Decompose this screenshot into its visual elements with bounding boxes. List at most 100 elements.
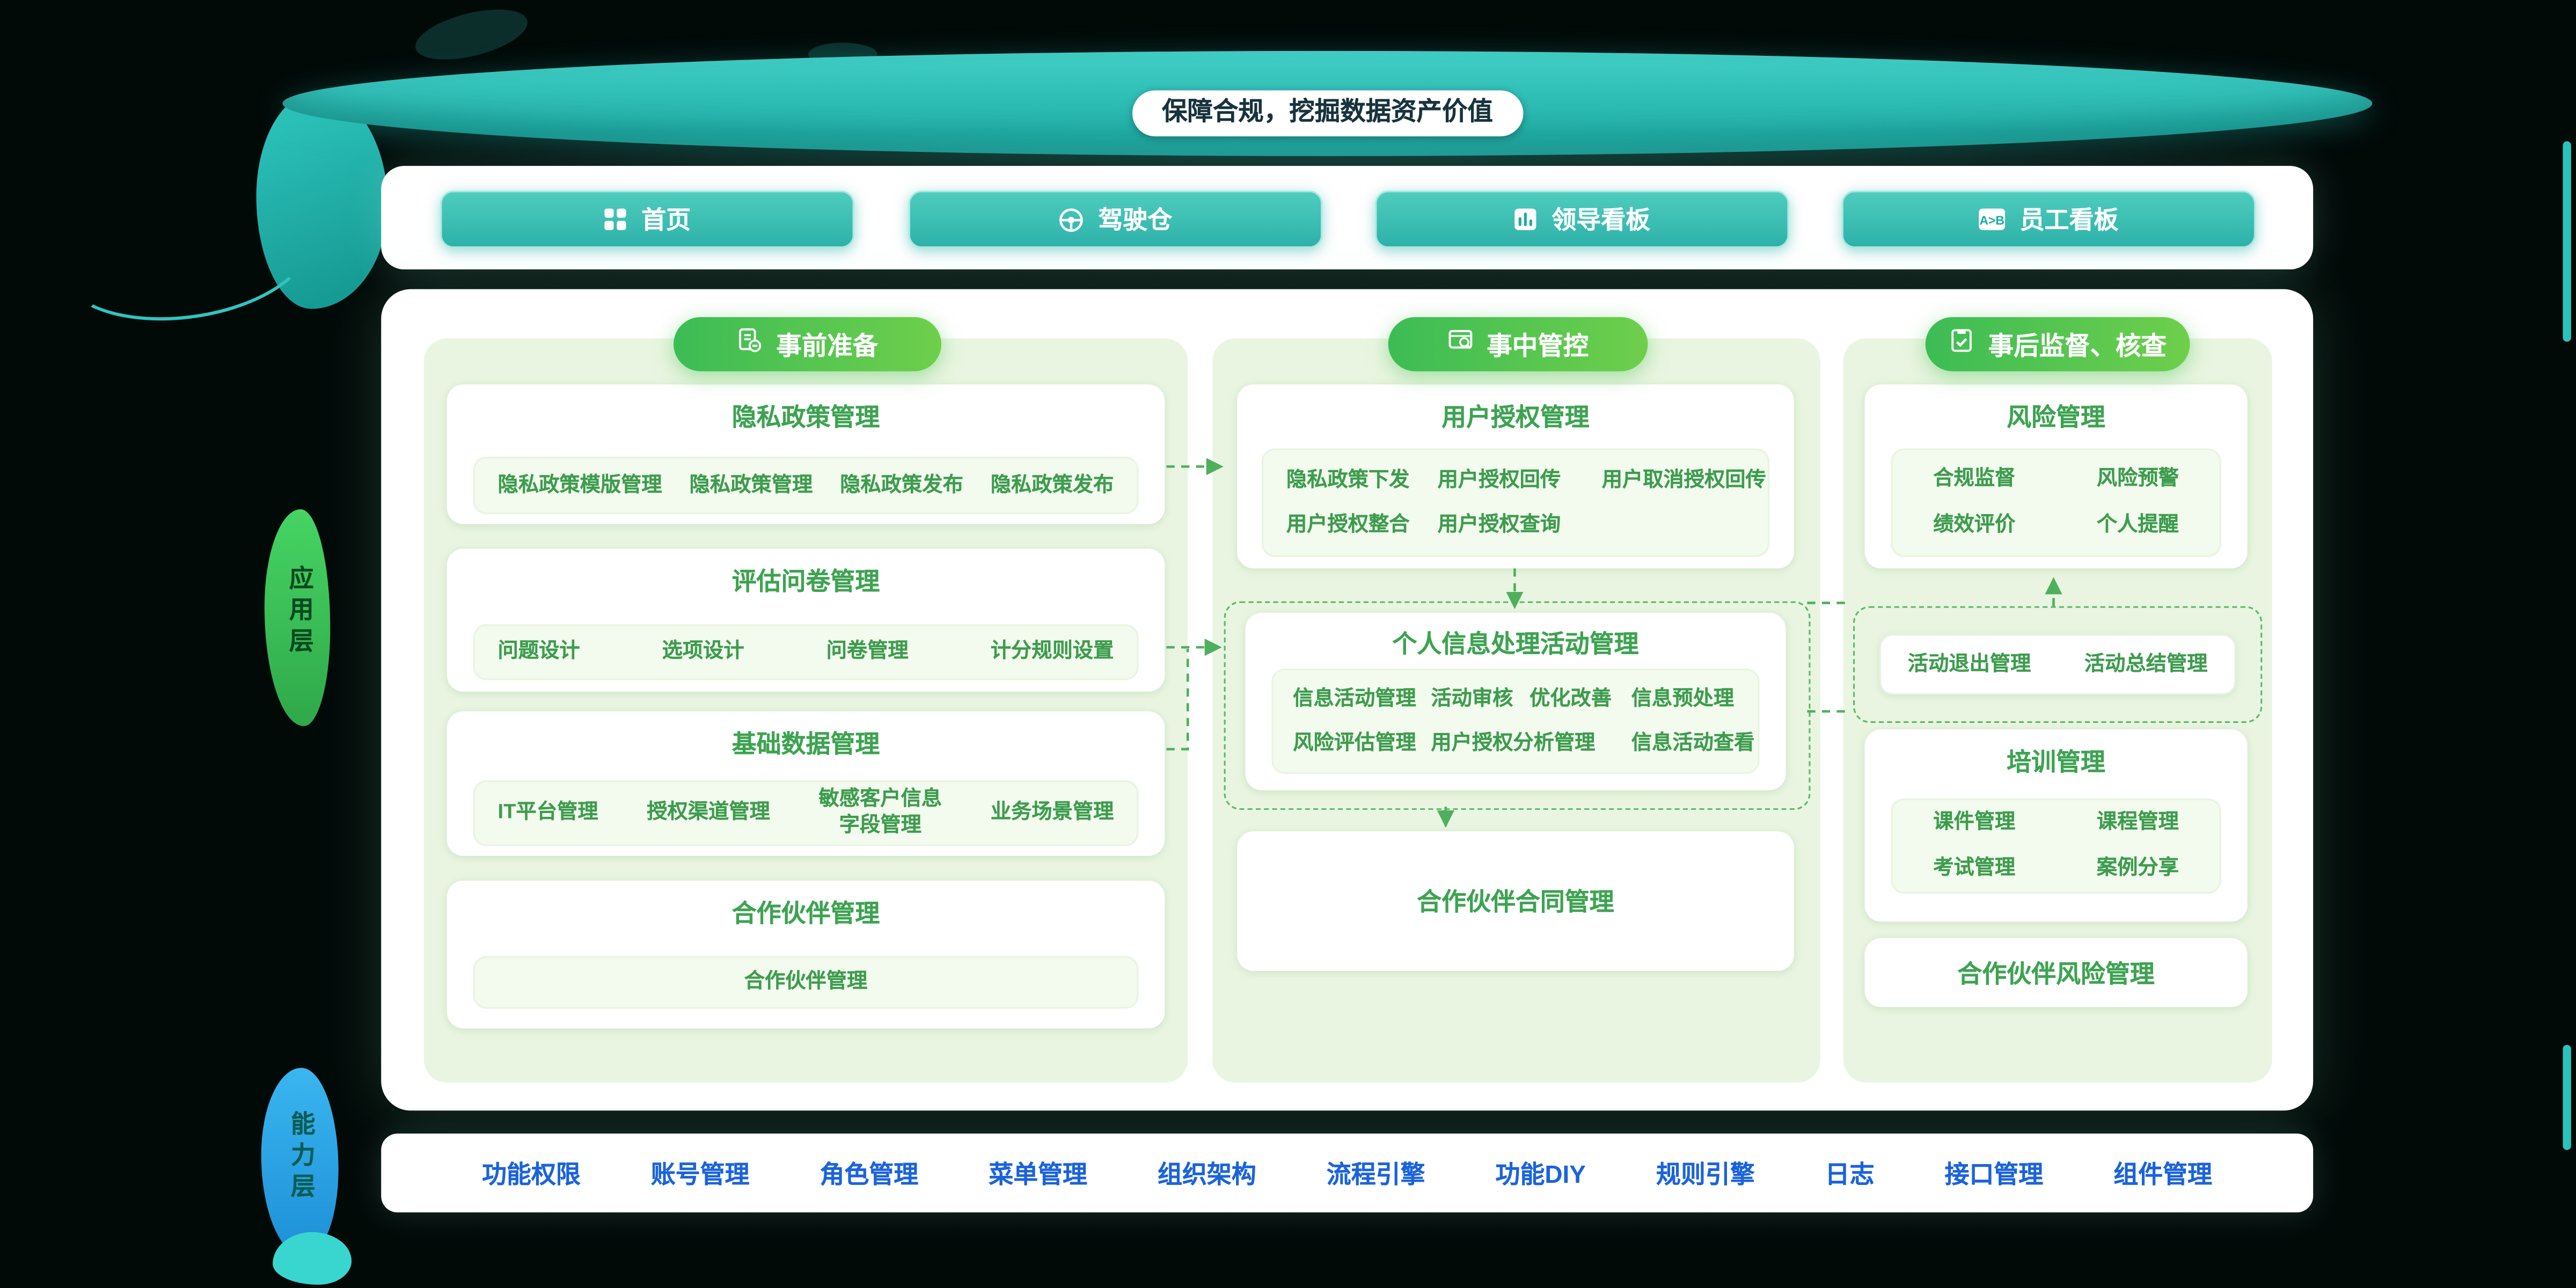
nav-button-employee-board[interactable]: A>B 员工看板 bbox=[1841, 191, 2256, 248]
training-mgmt-card: 培训管理 课件管理 课程管理 考试管理 案例分享 bbox=[1864, 729, 2248, 922]
capability-item[interactable]: 组件管理 bbox=[2113, 1160, 2213, 1189]
capability-item[interactable]: 流程引擎 bbox=[1326, 1160, 1425, 1189]
monitor-search-icon bbox=[1447, 327, 1474, 361]
module-item: 隐私政策发布 bbox=[840, 472, 963, 496]
capability-bar: 功能权限 账号管理 角色管理 菜单管理 组织架构 流程引擎 功能DIY 规则引擎… bbox=[381, 1133, 2314, 1213]
capability-item[interactable]: 日志 bbox=[1825, 1160, 1875, 1189]
card-title: 评估问卷管理 bbox=[731, 568, 880, 597]
module-item: 信息活动查看 bbox=[1631, 730, 1755, 753]
module-item: 活动总结管理 bbox=[2084, 652, 2208, 675]
base-data-mgmt-card: 基础数据管理 IT平台管理 授权渠道管理 敏感客户信息 字段管理 业务场景管理 bbox=[447, 711, 1165, 856]
svg-text:A>B: A>B bbox=[1980, 214, 2006, 228]
capability-item[interactable]: 角色管理 bbox=[819, 1160, 919, 1189]
module-item: 隐私政策模版管理 bbox=[497, 472, 662, 496]
column-header-label: 事前准备 bbox=[776, 332, 879, 361]
cyan-blob-decoration bbox=[273, 1232, 352, 1285]
banner-title: 保障合规，挖掘数据资产价值 bbox=[1132, 90, 1523, 137]
capability-item[interactable]: 组织架构 bbox=[1158, 1160, 1256, 1189]
nav-label: 领导看板 bbox=[1552, 207, 1650, 235]
grid-icon bbox=[604, 207, 628, 232]
bar-chart-icon bbox=[1514, 207, 1539, 232]
module-item: 用户授权查询 bbox=[1437, 511, 1561, 535]
module-item: 敏感客户信息 字段管理 bbox=[818, 787, 942, 837]
capability-item[interactable]: 功能DIY bbox=[1495, 1160, 1586, 1189]
module-item: 业务场景管理 bbox=[990, 800, 1114, 824]
risk-mgmt-card: 风险管理 合规监督 风险预警 绩效评价 个人提醒 bbox=[1864, 384, 2248, 569]
module-item: IT平台管理 bbox=[497, 800, 598, 824]
module-item: 隐私政策下发 bbox=[1286, 468, 1410, 491]
module-item: 活动退出管理 bbox=[1907, 652, 2031, 675]
blue-layer-blob bbox=[261, 1067, 339, 1257]
teal-blob-decoration bbox=[256, 92, 388, 309]
module-item: 授权渠道管理 bbox=[647, 800, 770, 824]
module-item: 选项设计 bbox=[662, 639, 744, 663]
items-box: 合规监督 风险预警 绩效评价 个人提醒 bbox=[1891, 448, 2221, 557]
module-item: 优化改善 bbox=[1529, 686, 1612, 710]
assessment-questionnaire-card: 评估问卷管理 问题设计 选项设计 问卷管理 计分规则设置 bbox=[447, 548, 1165, 692]
card-title: 风险管理 bbox=[2007, 404, 2105, 433]
capability-item[interactable]: 菜单管理 bbox=[989, 1160, 1088, 1189]
module-item: 隐私政策发布 bbox=[990, 472, 1114, 496]
nav-button-leader-board[interactable]: 领导看板 bbox=[1375, 191, 1789, 248]
module-item: 信息活动管理 bbox=[1293, 686, 1416, 710]
column-header-post-event: 事后监督、核查 bbox=[1925, 317, 2190, 371]
module-item: 问题设计 bbox=[497, 639, 580, 663]
dark-blob-decoration bbox=[410, 0, 533, 69]
items-box: IT平台管理 授权渠道管理 敏感客户信息 字段管理 业务场景管理 bbox=[473, 780, 1139, 846]
layer-label-application: 应用层 bbox=[286, 565, 314, 659]
module-item: 课件管理 bbox=[1933, 810, 2016, 834]
ab-compare-icon: A>B bbox=[1979, 207, 2007, 232]
card-title: 个人信息处理活动管理 bbox=[1392, 631, 1639, 659]
edge-strip-decoration bbox=[2563, 141, 2571, 342]
items-box: 信息活动管理 活动审核 优化改善 信息预处理 风险评估管理 用户授权分析管理 信… bbox=[1271, 668, 1760, 774]
partner-mgmt-card: 合作伙伴管理 合作伙伴管理 bbox=[447, 880, 1165, 1029]
module-item: 用户取消授权回传 bbox=[1601, 468, 1766, 491]
capability-item[interactable]: 接口管理 bbox=[1944, 1160, 2044, 1189]
module-item: 考试管理 bbox=[1933, 855, 2016, 879]
clipboard-check-icon bbox=[1949, 327, 1975, 361]
items-box: 问题设计 选项设计 问卷管理 计分规则设置 bbox=[473, 624, 1139, 680]
module-item: 风险预警 bbox=[2096, 467, 2179, 491]
module-item: 问卷管理 bbox=[826, 639, 909, 663]
module-item: 风险评估管理 bbox=[1293, 730, 1416, 753]
card-title: 培训管理 bbox=[2007, 749, 2105, 777]
card-title: 合作伙伴风险管理 bbox=[1957, 960, 2155, 989]
items-box: 课件管理 课程管理 考试管理 案例分享 bbox=[1891, 798, 2221, 894]
nav-label: 驾驶仓 bbox=[1098, 207, 1173, 235]
activity-exit-box: 活动退出管理 活动总结管理 bbox=[1879, 634, 2236, 695]
green-layer-blob bbox=[264, 509, 331, 727]
module-item: 案例分享 bbox=[2096, 855, 2179, 879]
module-item: 用户授权分析管理 bbox=[1431, 730, 1596, 753]
module-item: 合规监督 bbox=[1933, 467, 2016, 491]
module-item: 隐私政策管理 bbox=[689, 472, 813, 496]
nav-label: 首页 bbox=[641, 207, 691, 235]
capability-item[interactable]: 账号管理 bbox=[650, 1160, 750, 1189]
column-header-pre-event: 事前准备 bbox=[674, 317, 942, 371]
top-banner: 保障合规，挖掘数据资产价值 bbox=[282, 50, 2373, 156]
items-box: 隐私政策模版管理 隐私政策管理 隐私政策发布 隐私政策发布 bbox=[473, 457, 1139, 515]
column-header-label: 事后监督、核查 bbox=[1988, 332, 2167, 361]
steering-wheel-icon bbox=[1059, 206, 1085, 232]
card-title: 合作伙伴合同管理 bbox=[1417, 889, 1614, 917]
edge-strip-decoration bbox=[2563, 1044, 2571, 1150]
items-box: 合作伙伴管理 bbox=[473, 956, 1139, 1009]
module-item: 合作伙伴管理 bbox=[744, 969, 868, 993]
nav-button-cockpit[interactable]: 驾驶仓 bbox=[908, 191, 1323, 248]
capability-item[interactable]: 规则引擎 bbox=[1656, 1160, 1755, 1189]
user-authorization-card: 用户授权管理 隐私政策下发 用户授权回传 用户取消授权回传 用户授权整合 用户授… bbox=[1237, 384, 1794, 569]
module-item: 个人提醒 bbox=[2096, 513, 2179, 536]
items-box: 隐私政策下发 用户授权回传 用户取消授权回传 用户授权整合 用户授权查询 bbox=[1262, 448, 1769, 557]
module-item: 用户授权整合 bbox=[1286, 511, 1410, 535]
card-title: 基础数据管理 bbox=[731, 731, 880, 759]
module-item: 绩效评价 bbox=[1933, 513, 2016, 536]
document-edit-icon bbox=[737, 327, 763, 361]
capability-item[interactable]: 功能权限 bbox=[482, 1160, 581, 1189]
activity-exit-dashed-region bbox=[1853, 606, 2263, 723]
nav-button-home[interactable]: 首页 bbox=[440, 191, 854, 248]
module-item: 用户授权回传 bbox=[1437, 468, 1561, 491]
module-item: 活动审核 bbox=[1431, 686, 1513, 710]
column-header-in-event: 事中管控 bbox=[1388, 317, 1648, 371]
nav-label: 员工看板 bbox=[2019, 207, 2119, 235]
partner-contract-card: 合作伙伴合同管理 bbox=[1237, 831, 1794, 971]
